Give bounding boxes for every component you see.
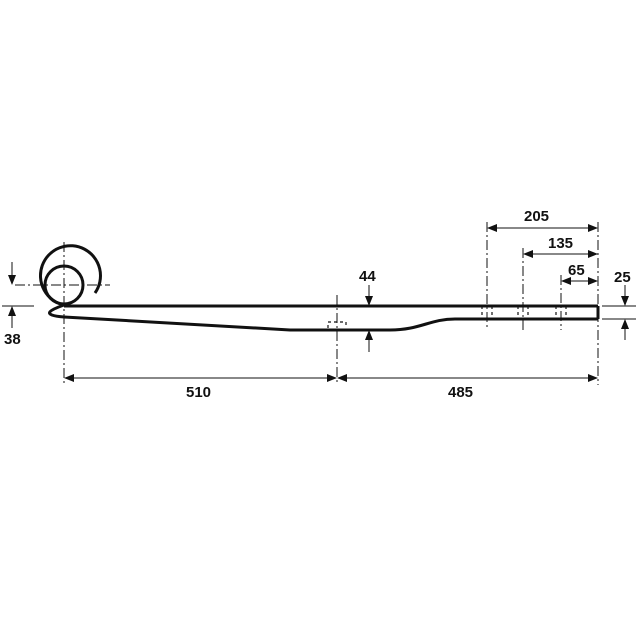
- dimension-label-205: 205: [524, 208, 549, 225]
- hole-hidden-lines: [327, 306, 567, 328]
- dimension-label-485: 485: [448, 384, 473, 401]
- dimension-label-38: 38: [4, 331, 21, 348]
- dimension-25: [602, 285, 636, 340]
- dimension-label-510: 510: [186, 384, 211, 401]
- centerlines: [15, 222, 599, 385]
- dimension-label-135: 135: [548, 235, 573, 252]
- dimension-label-44: 44: [359, 268, 376, 285]
- dimension-holes: [487, 224, 598, 285]
- dimension-label-25: 25: [614, 269, 631, 286]
- dimension-label-65: 65: [568, 262, 585, 279]
- dimension-38: [2, 262, 34, 328]
